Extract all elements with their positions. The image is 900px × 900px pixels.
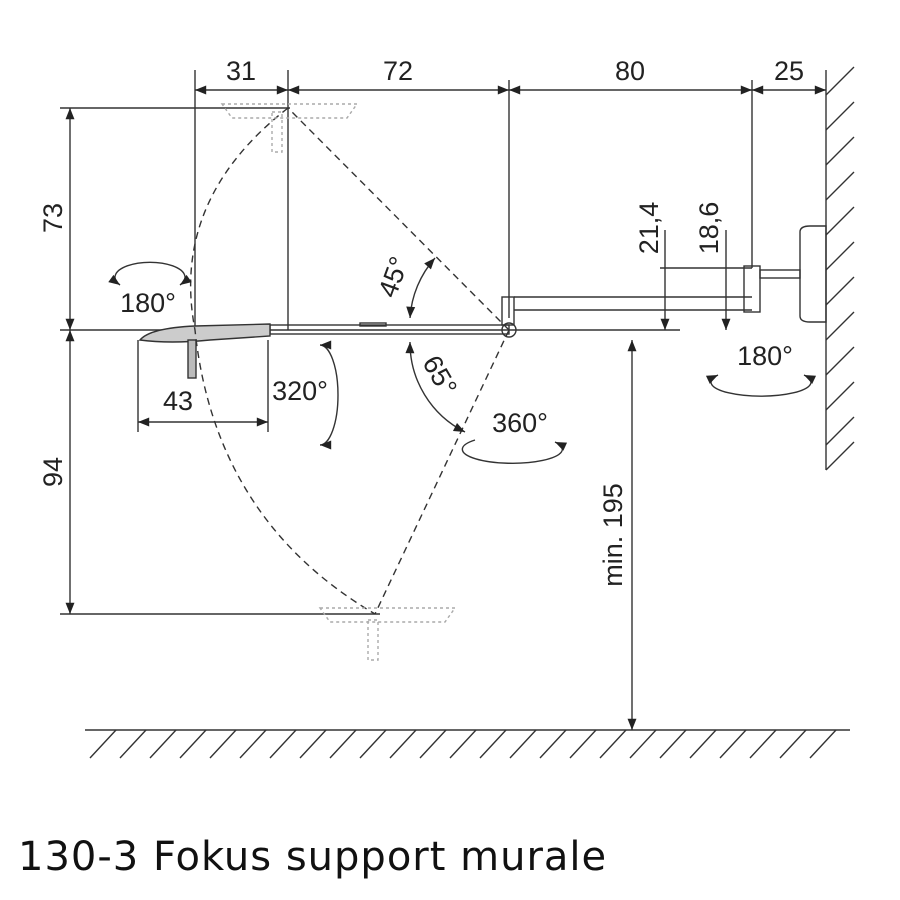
angle-arm-up: 45° xyxy=(372,253,414,302)
lamp-arm xyxy=(269,225,827,338)
floor xyxy=(85,729,850,759)
dim-top-4: 25 xyxy=(774,56,804,86)
wall xyxy=(825,66,855,471)
dim-left-lower: 94 xyxy=(38,457,68,487)
ghost-lamps xyxy=(220,103,457,661)
angle-arm-swivel: 360° xyxy=(492,408,548,438)
top-dimension-chain xyxy=(194,70,826,330)
dim-left-upper: 73 xyxy=(38,203,68,233)
dim-top-2: 72 xyxy=(383,56,413,86)
lamp-head xyxy=(138,323,271,379)
dim-bracket-b: 18,6 xyxy=(694,202,724,255)
dim-top-3: 80 xyxy=(615,56,645,86)
angle-wall-rotation: 180° xyxy=(737,341,793,371)
angle-head-tilt: 320° xyxy=(272,376,328,406)
caption-title: 130-3 Fokus support murale xyxy=(18,834,608,880)
dim-floor-clearance: min. 195 xyxy=(598,483,628,587)
angle-head-rotation: 180° xyxy=(120,288,176,318)
motion-path xyxy=(189,107,510,615)
dim-top-1: 31 xyxy=(226,56,256,86)
dim-bracket-a: 21,4 xyxy=(634,202,664,255)
dim-head-width: 43 xyxy=(163,386,193,416)
